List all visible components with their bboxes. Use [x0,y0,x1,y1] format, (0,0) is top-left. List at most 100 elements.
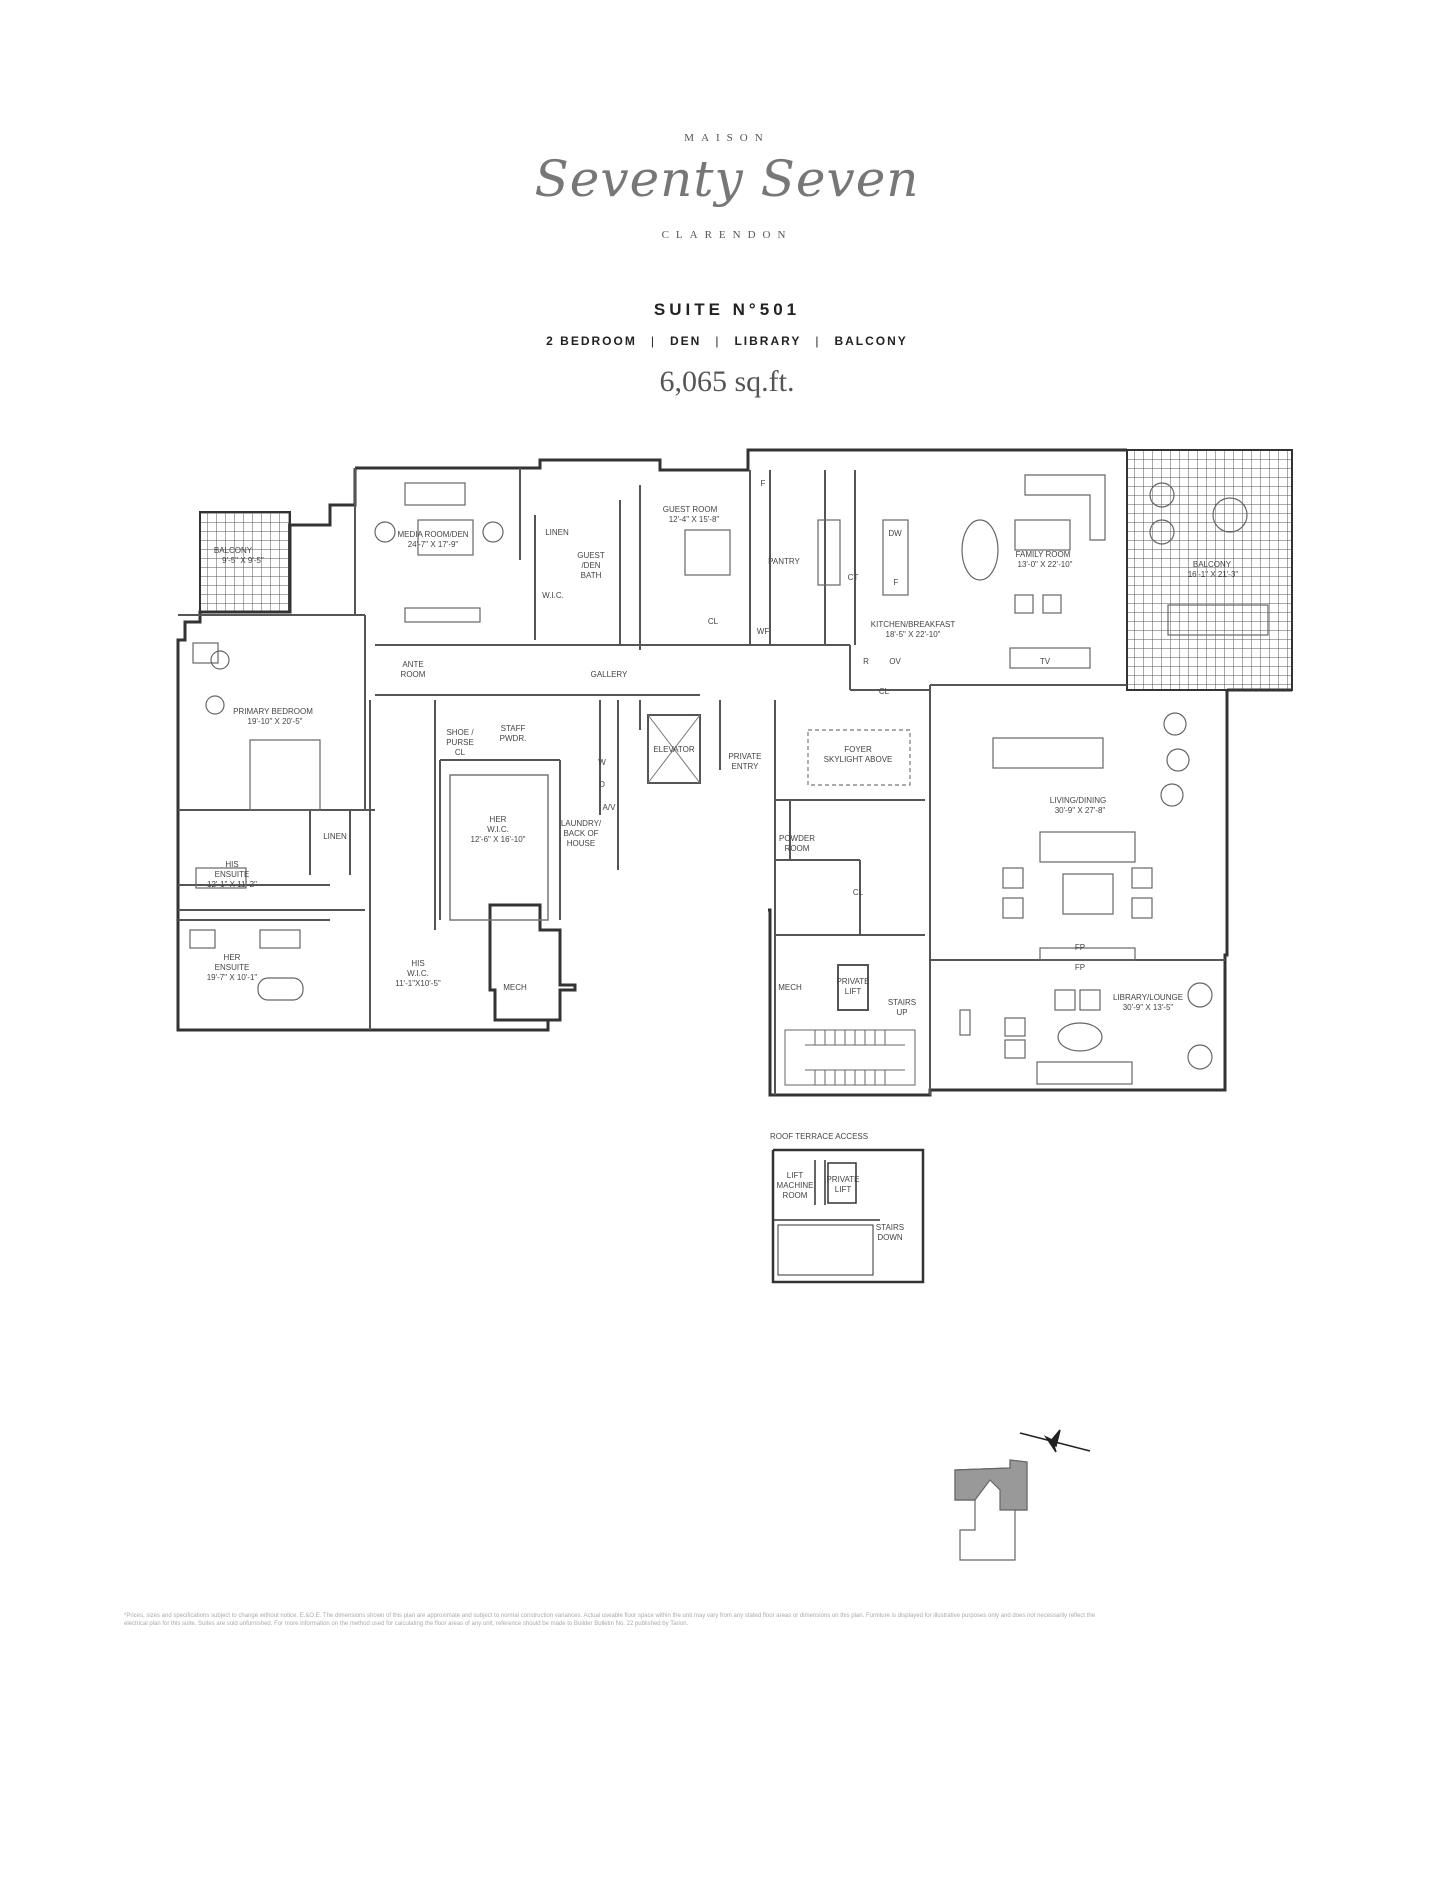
label-family-room: FAMILY ROOM [1016,550,1071,559]
label-her-wic-1: HER [490,815,507,824]
dims-kitchen: 18'-5" X 22'-10" [886,630,941,639]
exterior-walls [176,448,1292,1097]
label-her-wic-2: W.I.C. [487,825,509,834]
label-staff-pwdr-2: PWDR. [500,734,527,743]
suite-area: 6,065 sq.ft. [659,365,795,398]
roof-title: ROOF TERRACE ACCESS [770,1132,868,1141]
dims-balcony-left: 9'-5" X 9'-5" [222,556,264,565]
label-her-ensuite-2: ENSUITE [215,963,250,972]
feature-item: LIBRARY [734,334,802,348]
label-av: A/V [603,803,617,812]
label-ov: OV [889,657,901,666]
roof-labels: LIFT MACHINE ROOM PRIVATE LIFT STAIRS DO… [777,1171,905,1242]
label-primary-bedroom: PRIMARY BEDROOM [233,707,313,716]
label-balcony-left: BALCONY [214,546,253,555]
north-arrow-icon [1019,1429,1091,1453]
brand-top: MAISON [684,132,770,144]
label-his-wic-2: W.I.C. [407,969,429,978]
dims-his-wic: 11'-1"X10'-5" [395,979,441,988]
stairs [784,1029,916,1086]
label-f-island: F [894,578,899,587]
label-ct: CT [848,573,859,582]
label-private-lift-2: LIFT [845,987,862,996]
dims-media-room: 24'-7" X 17'-9" [408,540,459,549]
label-gallery: GALLERY [591,670,628,679]
roof-lift-machine-1: LIFT [787,1171,804,1180]
label-mech-right: MECH [778,983,802,992]
label-guest-room: GUEST ROOM [663,505,718,514]
label-w: W [598,758,606,767]
dims-library-lounge: 30'-9" X 13'-5" [1123,1003,1174,1012]
interior-walls [178,468,1225,1095]
label-tv: TV [1040,657,1051,666]
label-fp-bottom: FP [1075,963,1085,972]
key-plan [954,1459,1028,1561]
label-shoe-purse-1: SHOE / [446,728,474,737]
label-stairs-up-1: STAIRS [888,998,916,1007]
label-guest-den-bath-3: BATH [581,571,602,580]
label-laundry-2: BACK OF [563,829,598,838]
label-mech-left: MECH [503,983,527,992]
feature-item: DEN [669,334,702,348]
her-wic-outline [449,774,549,921]
label-private-entry-2: ENTRY [732,762,760,771]
roof-lift-machine-3: ROOM [783,1191,808,1200]
feature-item: BALCONY [834,334,908,348]
foyer-skylight [807,729,911,786]
label-powder-room-1: POWDER [779,834,815,843]
brand-bottom: CLARENDON [661,229,793,241]
label-elevator: ELEVATOR [653,745,695,754]
label-ante-room-1: ANTE [402,660,423,669]
label-cl-powder: CL [853,888,864,897]
label-dw: DW [888,529,902,538]
room-labels: BALCONY 9'-5" X 9'-5" MEDIA ROOM/DEN 24'… [207,479,1239,1017]
dims-his-ensuite: 12'-1" X 11'-2" [207,880,257,889]
label-kitchen: KITCHEN/BREAKFAST [871,620,956,629]
dims-her-ensuite: 19'-7" X 10'-1" [207,973,258,982]
dims-living-dining: 30'-9" X 27'-8" [1055,806,1106,815]
label-guest-den-bath-1: GUEST [577,551,605,560]
dims-her-wic: 12'-6" X 16'-10" [471,835,526,844]
disclaimer: *Prices, sizes and specifications subjec… [124,1612,1334,1628]
private-lift-shaft [837,964,869,1011]
label-pantry: PANTRY [768,557,800,566]
feature-item: 2 BEDROOM [546,334,637,348]
label-shoe-purse-3: CL [455,748,466,757]
roof-stairs-down-1: STAIRS [876,1223,904,1232]
label-powder-room-2: ROOM [785,844,810,853]
disclaimer-line: *Prices, sizes and specifications subjec… [124,1613,1096,1619]
furniture [189,474,1269,1085]
label-laundry-3: HOUSE [567,839,595,848]
roof-private-lift-2: LIFT [835,1185,852,1194]
dims-primary-bedroom: 19'-10" X 20'-5" [248,717,303,726]
disclaimer-line: electrical plan for this suite. Suites a… [124,1621,689,1627]
dims-guest-room: 12'-4" X 15'-8" [669,515,720,524]
dims-family-room: 13'-0" X 22'-10" [1018,560,1073,569]
label-private-entry-1: PRIVATE [728,752,761,761]
label-cl-kitchen: CL [879,687,890,696]
label-his-wic-1: HIS [411,959,424,968]
label-cl-guest: CL [708,617,719,626]
label-foyer-1: FOYER [844,745,872,754]
dims-balcony-right: 16'-1" X 21'-3" [1188,570,1239,579]
roof-lift-machine-2: MACHINE [777,1181,814,1190]
suite-features: 2 BEDROOM|DEN|LIBRARY|BALCONY [546,334,908,348]
label-private-lift-1: PRIVATE [836,977,869,986]
label-shoe-purse-2: PURSE [446,738,474,747]
label-balcony-right: BALCONY [1193,560,1232,569]
label-staff-pwdr-1: STAFF [501,724,526,733]
label-d: D [599,780,605,789]
label-his-ensuite-2: ENSUITE [215,870,250,879]
label-fp-top: FP [1075,943,1085,952]
roof-private-lift-1: PRIVATE [826,1175,859,1184]
label-library-lounge: LIBRARY/LOUNGE [1113,993,1183,1002]
label-linen-mid: LINEN [323,832,347,841]
label-her-ensuite-1: HER [224,953,241,962]
elevator-shaft [647,714,701,784]
label-media-room: MEDIA ROOM/DEN [397,530,468,539]
label-r: R [863,657,869,666]
balcony-right-area [1126,449,1293,691]
suite-title: SUITE N°501 [653,300,801,319]
label-f-top: F [761,479,766,488]
